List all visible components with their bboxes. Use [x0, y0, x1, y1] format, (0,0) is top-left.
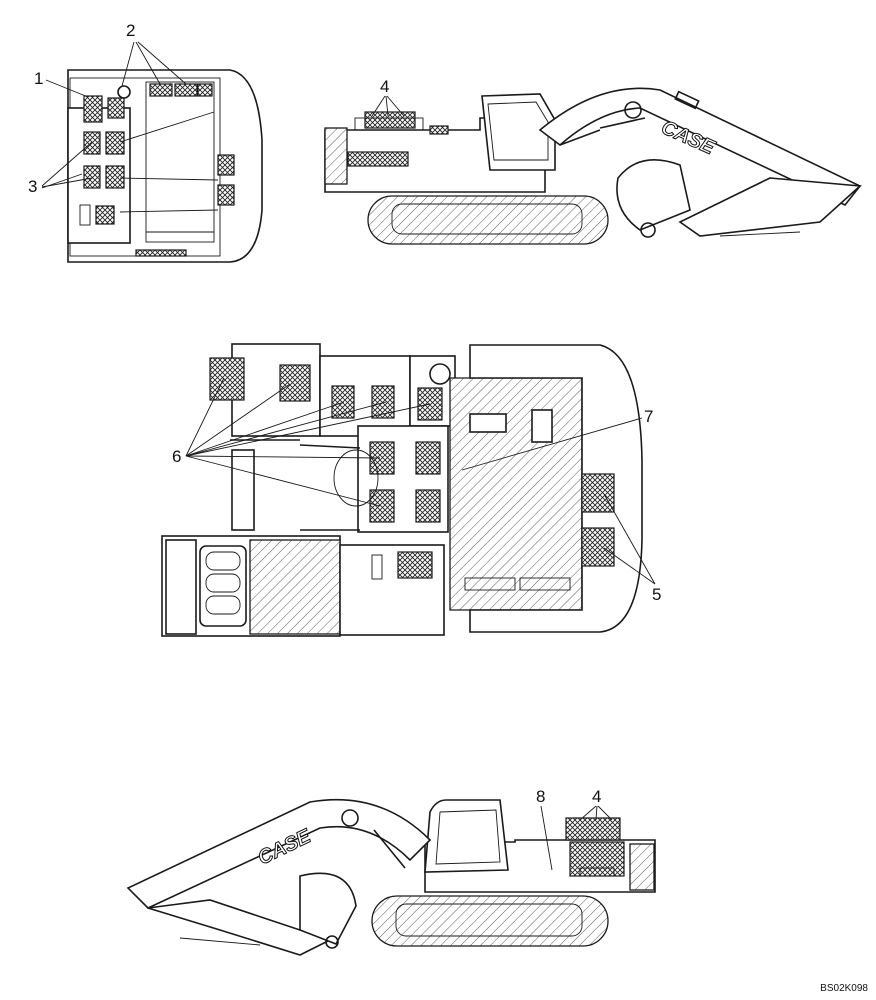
svg-text:3: 3 [28, 177, 37, 196]
callout-6: 6 [172, 377, 431, 507]
svg-text:1: 1 [34, 69, 43, 88]
callout-5: 5 [603, 493, 661, 604]
svg-text:4: 4 [380, 77, 389, 96]
callout-8: 8 [536, 787, 553, 871]
callout-4-top: 4 [371, 77, 405, 117]
svg-text:6: 6 [172, 447, 181, 466]
callout-7: 7 [461, 407, 653, 471]
small-top-view [67, 69, 263, 263]
reference-code: BS02K098 [820, 983, 868, 994]
svg-text:5: 5 [652, 585, 661, 604]
callout-4-bottom: 4 [579, 787, 613, 821]
callout-2: 2 [121, 21, 187, 87]
svg-text:2: 2 [126, 21, 135, 40]
side-view-left: CASE [126, 798, 656, 956]
svg-text:4: 4 [592, 787, 601, 806]
svg-text:7: 7 [644, 407, 653, 426]
large-top-view [161, 343, 643, 637]
callout-1: 1 [34, 69, 89, 98]
callout-3: 3 [28, 111, 219, 213]
side-view-right: CASE [324, 87, 862, 245]
svg-text:8: 8 [536, 787, 545, 806]
